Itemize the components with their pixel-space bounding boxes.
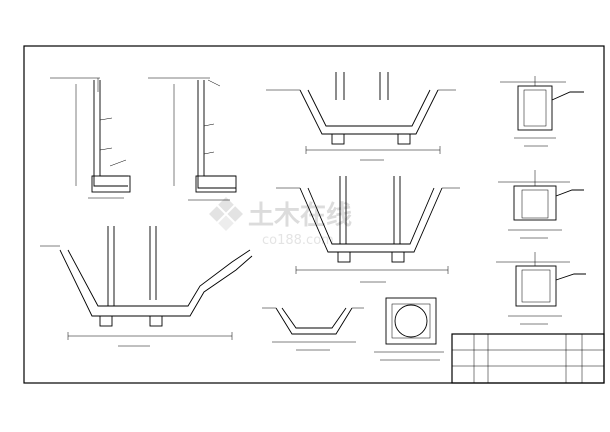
watermark-logo-icon — [209, 197, 243, 231]
title-block — [451, 333, 605, 384]
pit-section-middle — [276, 176, 460, 283]
sump-detail-2 — [498, 170, 584, 239]
sump-detail-3 — [496, 252, 586, 325]
sump-detail-1 — [500, 76, 584, 147]
watermark-site: co188.com — [262, 233, 334, 248]
pit-section-large — [40, 226, 253, 347]
pit-plan-square — [374, 297, 444, 361]
wall-section-detail-1 — [50, 77, 131, 199]
pit-section-top — [266, 72, 456, 161]
sheet-border — [23, 45, 605, 384]
trough-section-small — [262, 307, 364, 351]
wall-section-detail-2 — [148, 77, 237, 201]
watermark-title: 土木在线 — [248, 201, 352, 231]
